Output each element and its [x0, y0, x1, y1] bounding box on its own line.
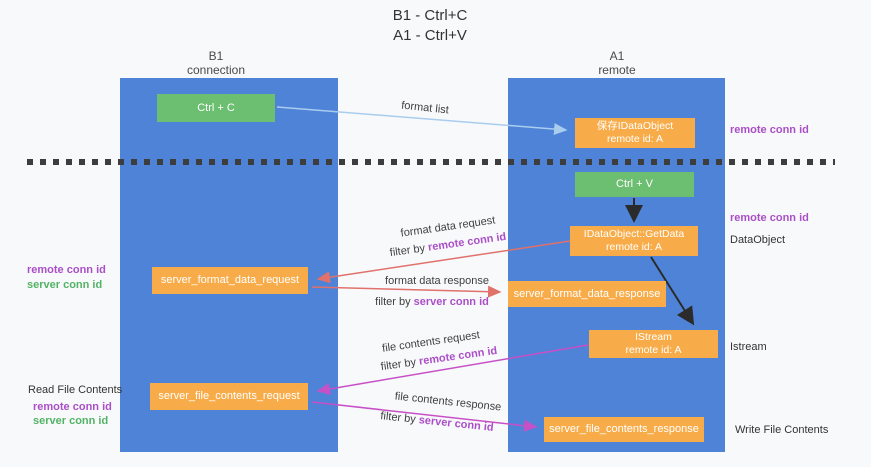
diagram-title: B1 - Ctrl+C A1 - Ctrl+V: [330, 6, 530, 46]
node-istream-line2: remote id: A: [625, 344, 682, 356]
node-server-format-data-request: server_format_data_request: [152, 267, 308, 294]
annotation-remote-conn-id-top-right: remote conn id: [730, 124, 809, 136]
annotation-remote-conn-id-bottom-left: remote conn id: [33, 401, 112, 413]
annotation-remote-conn-id-top-left: remote conn id: [27, 264, 106, 276]
label-format-list: format list: [400, 99, 450, 117]
left-column-header: B1 connection: [120, 49, 312, 77]
remote-conn-id-text: remote conn id: [427, 230, 507, 254]
remote-conn-id-text: remote conn id: [418, 344, 498, 368]
label-filter-by-server-conn-id-file: filter by server conn id: [380, 410, 494, 434]
left-column-name: B1: [208, 49, 224, 63]
node-server-file-contents-request: server_file_contents_request: [150, 383, 308, 410]
node-idataobject-getdata-line1: IDataObject::GetData: [583, 228, 685, 240]
left-column-role: connection: [186, 63, 246, 77]
node-server-format-data-request-label: server_format_data_request: [160, 274, 300, 286]
filter-by-text: filter by: [379, 410, 420, 427]
node-server-format-data-response: server_format_data_response: [508, 281, 666, 307]
filter-by-text: filter by: [389, 241, 429, 260]
label-format-data-response: format data response: [385, 275, 489, 287]
annotation-dataobject: DataObject: [730, 234, 786, 246]
dashed-separator-line: [27, 159, 835, 165]
node-istream-line1: IStream: [635, 331, 672, 343]
node-server-format-data-response-label: server_format_data_response: [513, 287, 661, 300]
server-conn-id-text: server conn id: [413, 296, 489, 308]
annotation-write-file-contents: Write File Contents: [735, 424, 829, 436]
filter-by-text: filter by: [375, 296, 414, 308]
annotation-istream: Istream: [730, 341, 767, 353]
annotation-server-conn-id-bottom-left: server conn id: [33, 415, 109, 427]
annotation-server-conn-id-top-left: server conn id: [27, 279, 103, 291]
annotation-read-file-contents: Read File Contents: [28, 384, 123, 396]
right-column-name: A1: [609, 49, 625, 63]
node-ctrl-v: Ctrl + V: [575, 172, 694, 197]
title-line-2: A1 - Ctrl+V: [393, 27, 467, 44]
node-idataobject-getdata: IDataObject::GetData remote id: A: [570, 226, 698, 256]
node-istream: IStream remote id: A: [589, 330, 718, 358]
arrow-format-data-response: [311, 285, 502, 298]
node-ctrl-c: Ctrl + C: [157, 94, 275, 122]
annotation-remote-conn-id-mid-right: remote conn id: [730, 212, 809, 224]
node-idataobject-getdata-line2: remote id: A: [605, 241, 663, 253]
node-save-idataobject-line2: remote id: A: [606, 133, 664, 145]
node-save-idataobject-line1: 保存IDataObject: [596, 120, 674, 132]
title-line-1: B1 - Ctrl+C: [392, 7, 468, 24]
node-ctrl-c-label: Ctrl + C: [197, 101, 235, 114]
label-file-contents-response: file contents response: [394, 390, 502, 414]
right-column-header: A1 remote: [508, 49, 726, 77]
node-server-file-contents-request-label: server_file_contents_request: [158, 390, 300, 402]
right-column-role: remote: [598, 63, 636, 77]
node-ctrl-v-label: Ctrl + V: [616, 178, 653, 190]
label-filter-by-server-conn-id-format: filter by server conn id: [375, 296, 489, 308]
server-conn-id-text: server conn id: [418, 414, 495, 434]
filter-by-text: filter by: [380, 355, 420, 374]
node-save-idataobject: 保存IDataObject remote id: A: [575, 118, 695, 148]
node-server-file-contents-response-label: server_file_contents_response: [549, 423, 699, 435]
node-server-file-contents-response: server_file_contents_response: [544, 417, 704, 442]
